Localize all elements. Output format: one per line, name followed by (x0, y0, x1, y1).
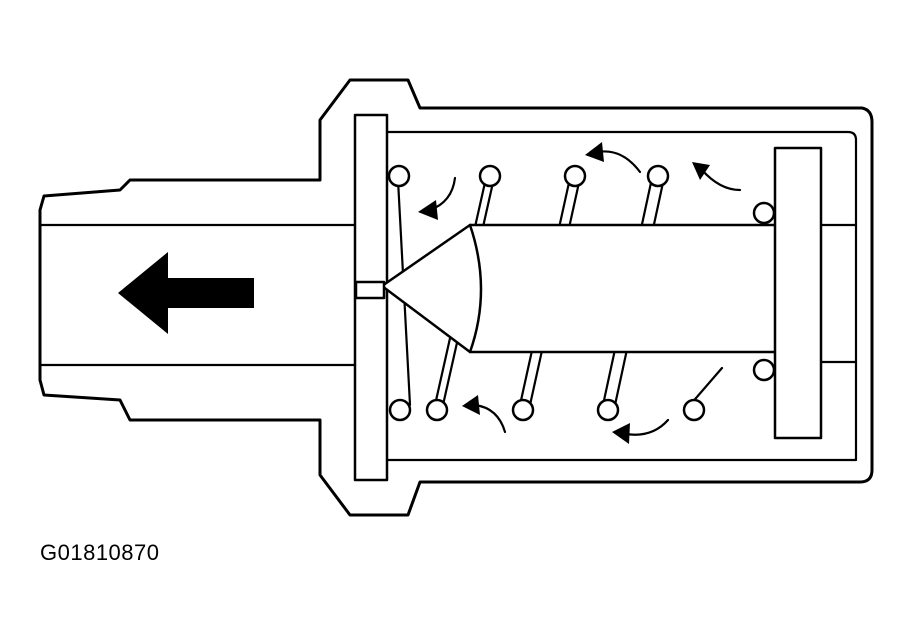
curved-arrow-icon (692, 162, 710, 180)
spring-coil-section (563, 164, 587, 188)
spring-coil-section (425, 398, 449, 422)
airflow-arrows (418, 142, 742, 444)
spring-coil-section (387, 164, 411, 188)
curved-arrow-icon (418, 200, 438, 220)
flow-direction-arrow-icon (118, 252, 254, 334)
spring-coil-section (596, 398, 620, 422)
spring-coil-section (646, 164, 670, 188)
spring-coil-section (511, 398, 535, 422)
end-plate (773, 146, 823, 440)
curved-arrow-icon (462, 395, 480, 415)
spring-coil-section (478, 164, 502, 188)
plunger-shaft (468, 223, 780, 354)
plunger-tip (354, 280, 386, 300)
spring-coil-section (682, 398, 706, 422)
plunger-cone (380, 223, 483, 354)
valve-housing (38, 78, 874, 517)
spring-coil-section (752, 358, 776, 382)
spring-coil-section (388, 398, 412, 422)
curved-arrow-icon (585, 142, 604, 162)
figure-code: G01810870 (40, 540, 160, 565)
housing-cavity (386, 130, 858, 462)
curved-arrow-icon (612, 423, 630, 444)
spring-coil-section (752, 201, 776, 225)
